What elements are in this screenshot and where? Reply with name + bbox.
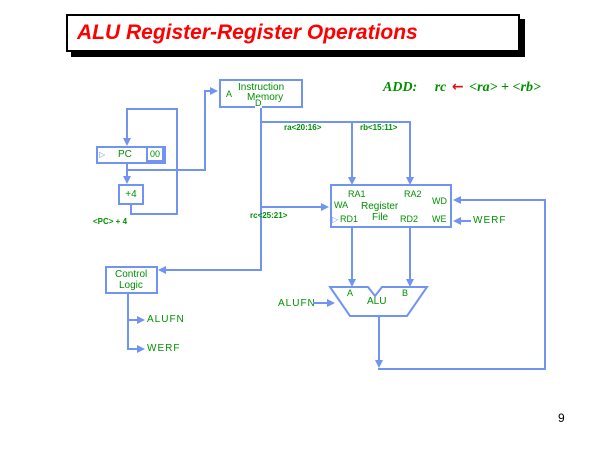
wire-rd2-to-alu [409, 228, 411, 279]
rf-port-rd1: RD1 [340, 214, 359, 224]
wire-writeback-bottom [378, 368, 546, 370]
alufn-input-label: ALUFN [278, 298, 316, 309]
rb-field-label: rb<15:11> [360, 123, 398, 132]
arrowhead-into-plus4 [123, 176, 131, 184]
wire-control-outputs [127, 294, 129, 350]
control-logic-line1: Control [115, 269, 148, 280]
pc-low-bits-box: 00 [146, 146, 164, 162]
wire-pc-to-imem-vertical [204, 90, 206, 171]
arrowhead-into-ra1 [348, 177, 356, 185]
wire-writeback-right [544, 199, 546, 370]
wire-plus4-output [130, 203, 132, 215]
annotation-src: <ra> + <rb> [469, 80, 541, 95]
arrowhead-into-imem-a [210, 87, 218, 95]
rc-field-label: rc<25:21> [250, 211, 288, 220]
rf-name-line1: Register [361, 201, 399, 212]
wire-ra-drop [351, 121, 353, 177]
plus4-label: +4 [125, 189, 137, 200]
alu-shape [328, 286, 429, 317]
rf-port-we: WE [432, 214, 447, 224]
wire-pc-to-imem-horizontal [126, 169, 206, 171]
wire-loop-bottom [130, 213, 178, 215]
assign-arrow-icon: ← [451, 79, 464, 95]
wire-alu-output [378, 315, 380, 361]
wire-wd-input [460, 199, 546, 201]
wire-alufn-input [313, 302, 327, 304]
imem-name-line1: Instruction [238, 82, 285, 93]
rf-name-line2: File [372, 212, 389, 223]
instruction-annotation: ADD: rc ← <ra> + <rb> [383, 79, 541, 96]
wire-into-a [204, 90, 212, 92]
clock-triangle-icon: ▷ [99, 150, 106, 159]
rf-port-wa: WA [334, 200, 349, 210]
arrowhead-alufn-out [137, 316, 145, 324]
arrowhead-werf-out [137, 345, 145, 353]
wire-imem-d-output [260, 108, 262, 271]
ra-field-label: ra<20:16> [284, 123, 322, 132]
rf-port-wd: WD [432, 196, 447, 206]
control-alufn-label: ALUFN [147, 314, 185, 325]
register-file-box: RA1 RA2 WD WA Register File ▷ RD1 RD2 WE [330, 184, 452, 228]
wire-pc-input [126, 108, 128, 140]
wire-to-control-logic [166, 269, 262, 271]
plus4-box: +4 [118, 184, 144, 205]
imem-name-line2: Memory [247, 92, 284, 103]
wire-loop-right [176, 108, 178, 215]
werf-input-label: WERF [473, 215, 507, 226]
imem-port-d: D [255, 98, 262, 108]
annotation-dest: rc [434, 80, 447, 95]
arrowhead-into-alu-a [348, 279, 356, 287]
wire-loop-top [126, 108, 178, 110]
pc-label: PC [118, 149, 132, 160]
alu-port-a: A [347, 288, 354, 298]
wire-alufn-branch [127, 319, 137, 321]
arrowhead-into-we [453, 217, 461, 225]
arrowhead-alu-output [375, 360, 383, 368]
rf-port-rd2: RD2 [400, 214, 419, 224]
control-logic-box: Control Logic [105, 266, 158, 294]
arrowhead-into-wd [453, 196, 461, 204]
arrowhead-into-wa [321, 203, 329, 211]
control-werf-label: WERF [147, 343, 181, 354]
arrowhead-into-ra2 [406, 177, 414, 185]
page-number: 9 [558, 411, 565, 425]
alu-port-b: B [402, 288, 409, 298]
wire-ra-rb-horizontal [260, 121, 411, 123]
wire-werf-branch [127, 348, 137, 350]
imem-port-a: A [226, 89, 233, 99]
arrowhead-into-control-logic [158, 266, 166, 274]
wire-rc-to-wa [261, 206, 321, 208]
pc-register: ▷ PC 00 [96, 146, 166, 164]
title-box: ALU Register-Register Operations [66, 14, 520, 52]
alu-label: ALU [367, 296, 387, 307]
pc-low-bits: 00 [149, 149, 160, 159]
page-title: ALU Register-Register Operations [77, 21, 418, 44]
wire-rb-drop [409, 121, 411, 177]
arrowhead-into-alu-b [406, 279, 414, 287]
rf-port-ra1: RA1 [348, 189, 366, 199]
wire-rd1-to-alu [351, 228, 353, 279]
rf-port-ra2: RA2 [404, 189, 422, 199]
control-logic-line2: Logic [119, 280, 143, 291]
wire-werf-input [461, 220, 471, 222]
instruction-memory-box: A Instruction Memory [219, 79, 303, 108]
arrowhead-into-alufn [327, 299, 335, 307]
pc-plus-4-label: <PC> + 4 [93, 217, 128, 226]
arrowhead-into-pc [123, 138, 131, 146]
annotation-opcode: ADD: [383, 80, 418, 95]
clock-triangle-icon: ▷ [332, 215, 339, 224]
